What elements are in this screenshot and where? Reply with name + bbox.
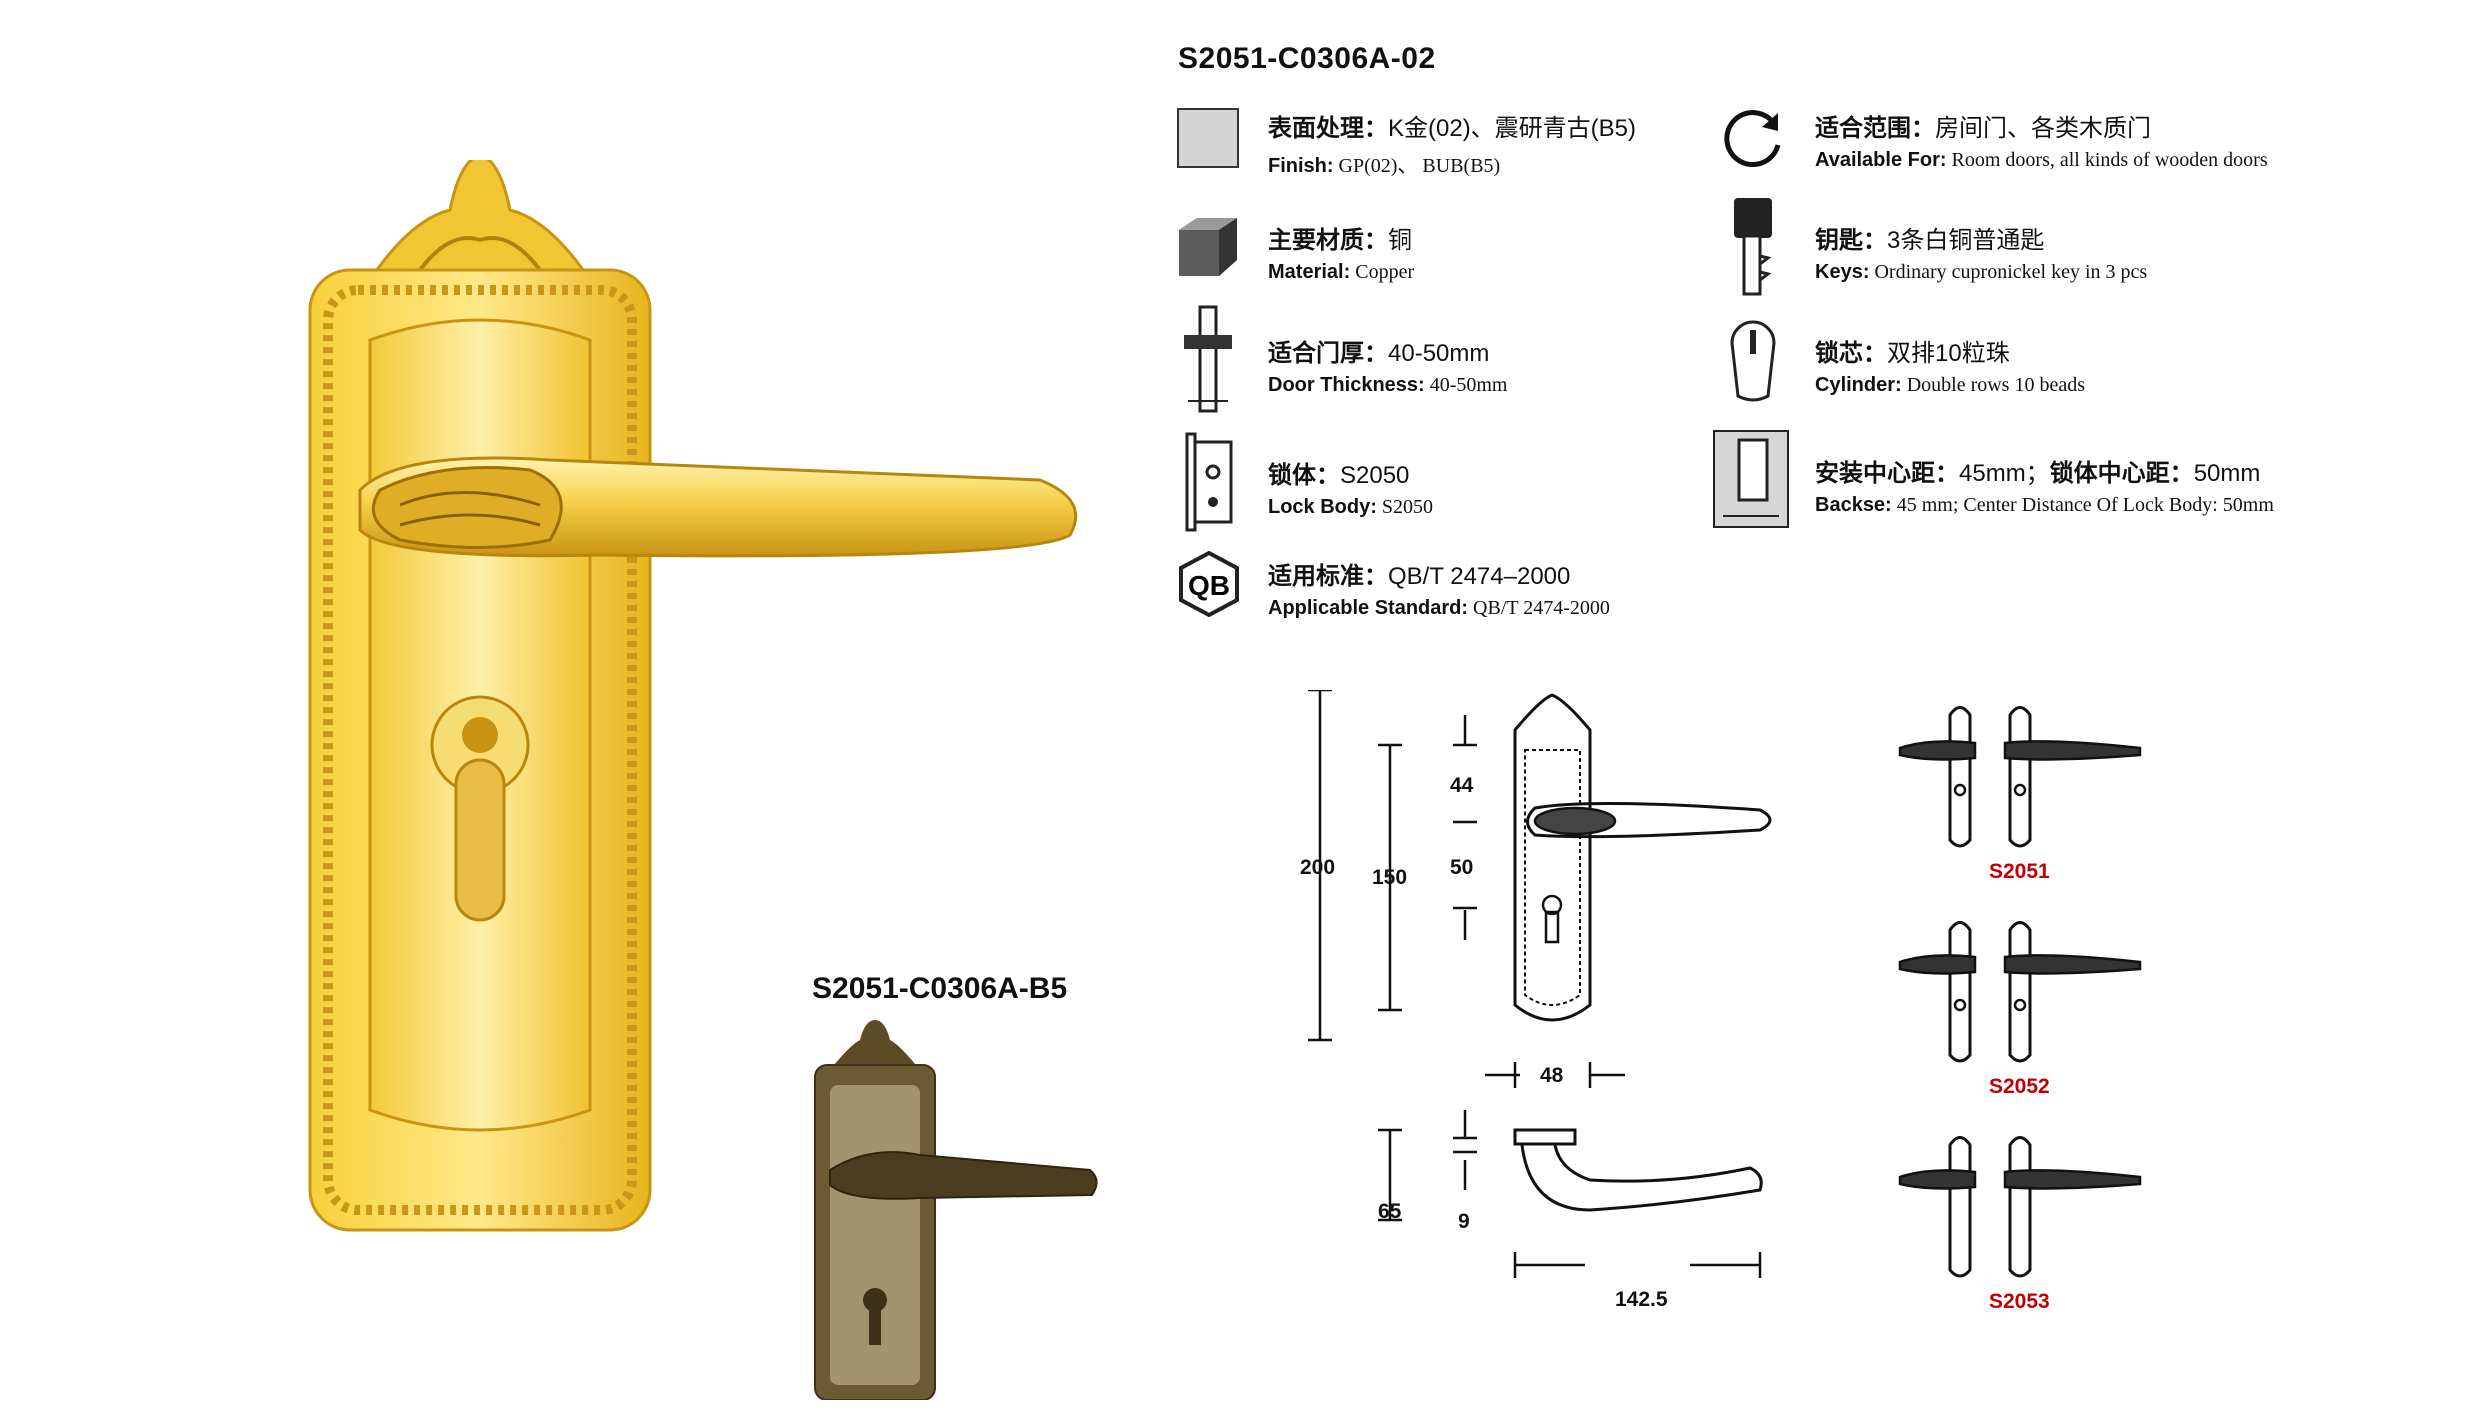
model-label-s2051: S2051 (1989, 860, 2050, 883)
spec-available: 适合范围：房间门、各类木质门 Available For: Room doors… (1815, 115, 2268, 171)
dim-9: 9 (1458, 1210, 1470, 1233)
gold-handle-image (300, 160, 1100, 1250)
qb-icon: QB (1175, 550, 1243, 618)
spec-standard: 适用标准：QB/T 2474–2000 Applicable Standard:… (1268, 563, 1610, 619)
bronze-handle-image (810, 1020, 1110, 1400)
model-variants-drawing (1890, 690, 2150, 1290)
model-label-s2052: S2052 (1989, 1075, 2050, 1098)
cube-icon (1175, 214, 1241, 280)
variant-code-title: S2051-C0306A-B5 (812, 972, 1068, 1005)
dim-200: 200 (1300, 856, 1336, 879)
spec-backset: 安装中心距：45mm；锁体中心距：50mm Backse: 45 mm; Cen… (1815, 460, 2274, 516)
door-thickness-icon (1180, 305, 1236, 415)
dim-44: 44 (1450, 774, 1474, 797)
dim-142-5: 142.5 (1615, 1288, 1668, 1311)
rotate-arrow-icon (1720, 105, 1786, 171)
dim-65: 65 (1378, 1200, 1402, 1223)
lock-body-icon (1185, 432, 1235, 532)
spec-cylinder: 锁芯：双排10粒珠 Cylinder: Double rows 10 beads (1815, 340, 2085, 396)
backset-icon (1713, 430, 1789, 528)
spec-lock-body: 锁体：S2050 Lock Body: S2050 (1268, 462, 1434, 518)
product-code-title: S2051-C0306A-02 (1178, 42, 1436, 75)
technical-drawing (1290, 690, 1790, 1330)
dim-150: 150 (1372, 866, 1408, 889)
spec-material: 主要材质：铜 Material: Copper (1268, 227, 1415, 283)
key-icon (1730, 196, 1776, 298)
model-label-s2053: S2053 (1989, 1290, 2050, 1313)
svg-text:QB: QB (1188, 570, 1230, 601)
spec-door-thickness: 适合门厚：40-50mm Door Thickness: 40-50mm (1268, 340, 1508, 396)
dim-48: 48 (1540, 1064, 1564, 1087)
spec-keys: 钥匙：3条白铜普通匙 Keys: Ordinary cupronickel ke… (1815, 227, 2148, 283)
finish-swatch-icon (1177, 108, 1239, 168)
cylinder-icon (1728, 318, 1778, 404)
dim-50: 50 (1450, 856, 1474, 879)
spec-finish: 表面处理：K金(02)、震研青古(B5) Finish: GP(02)、 BUB… (1268, 115, 1637, 177)
